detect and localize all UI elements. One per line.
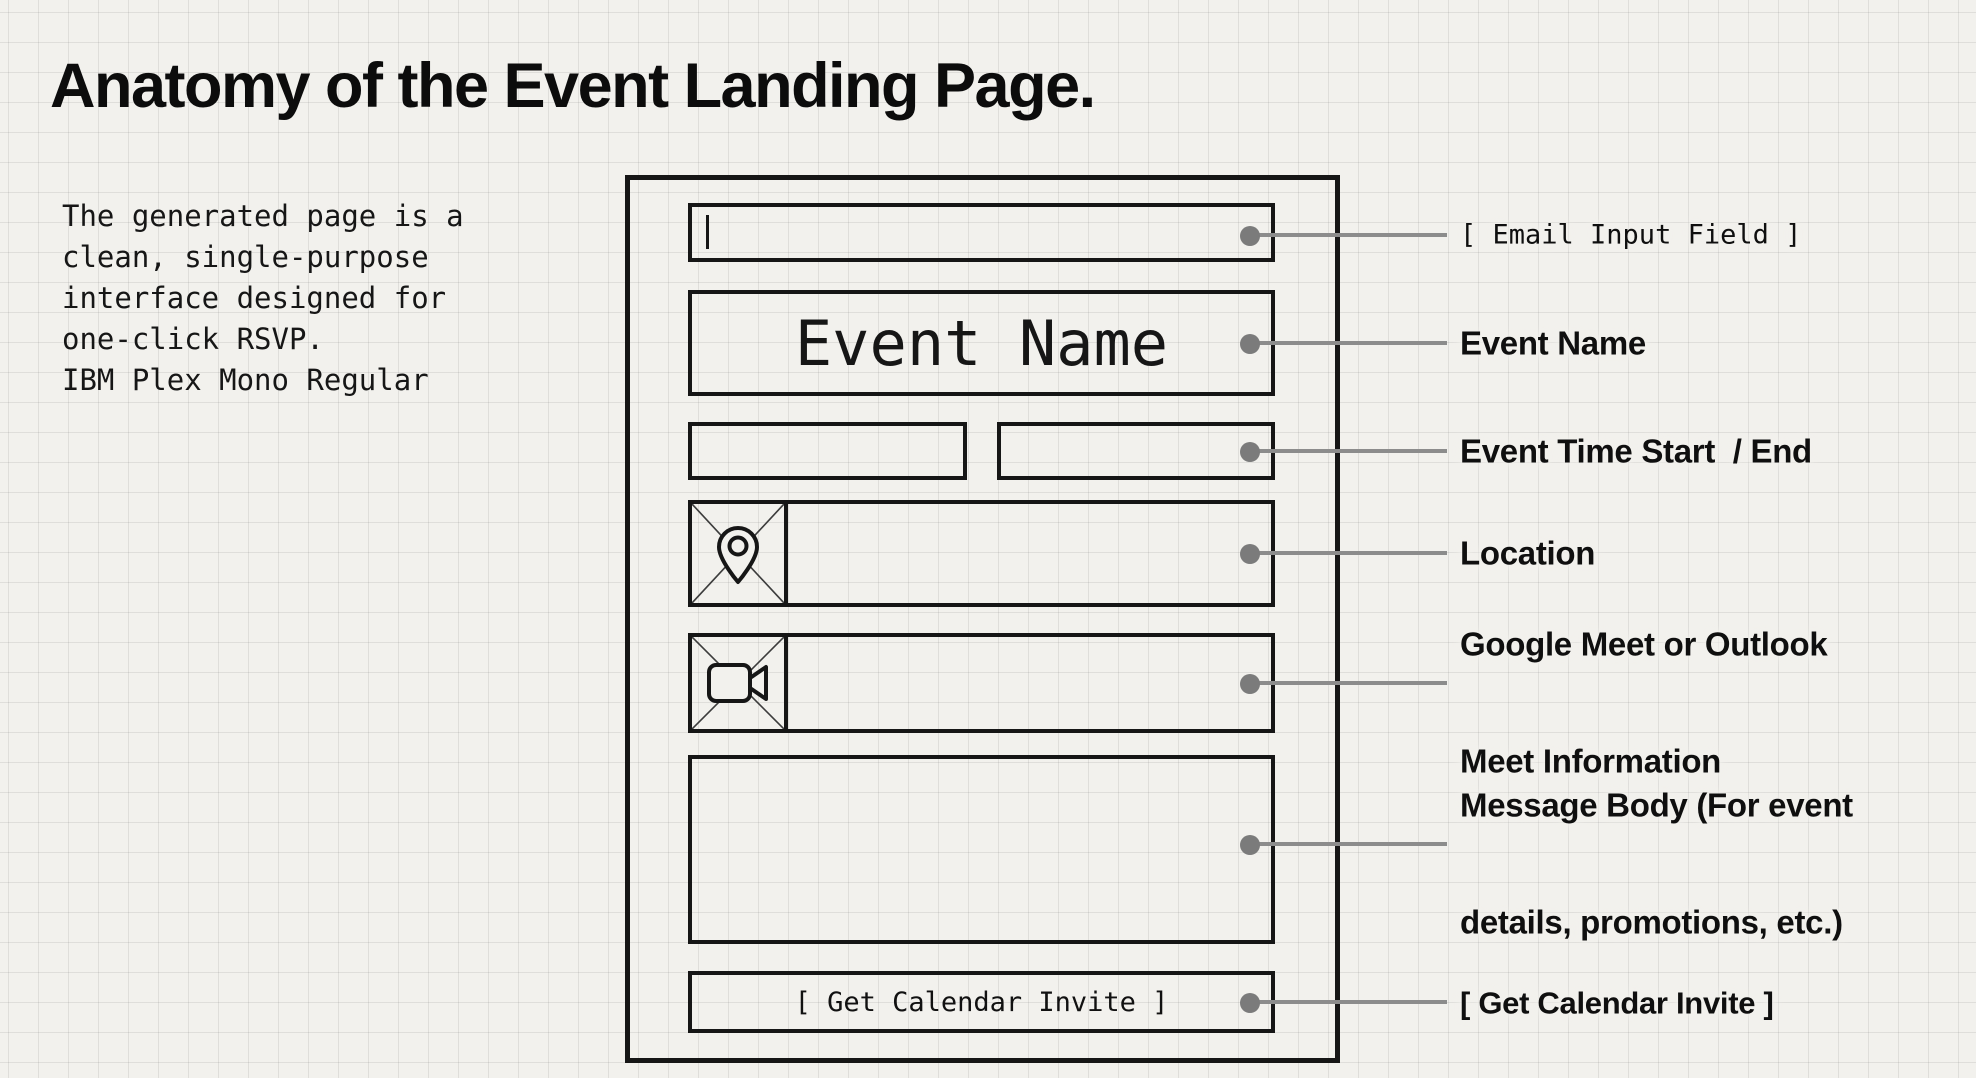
connector-line-location bbox=[1250, 551, 1447, 555]
connector-dot-meet bbox=[1240, 674, 1260, 694]
label-event-name: Event Name bbox=[1460, 324, 1646, 362]
label-location: Location bbox=[1460, 534, 1596, 572]
location-pin-icon bbox=[717, 525, 759, 584]
description-paragraph: The generated page is a clean, single-pu… bbox=[62, 199, 464, 397]
connector-line-message bbox=[1250, 842, 1447, 846]
button-label: [ Get Calendar Invite ] bbox=[794, 986, 1169, 1018]
connector-line-time bbox=[1250, 449, 1447, 453]
meet-icon-placeholder bbox=[692, 637, 788, 729]
connector-dot-time bbox=[1240, 442, 1260, 462]
message-body-box bbox=[688, 755, 1275, 944]
event-time-start-box bbox=[688, 422, 967, 480]
label-meet-line-1: Google Meet or Outlook bbox=[1460, 625, 1828, 663]
label-meet-line-2: Meet Information bbox=[1460, 742, 1722, 780]
connector-line-meet bbox=[1250, 681, 1447, 685]
connector-dot-message bbox=[1240, 835, 1260, 855]
text-cursor bbox=[706, 215, 709, 249]
video-camera-icon bbox=[707, 663, 768, 703]
connector-dot-location bbox=[1240, 544, 1260, 564]
event-time-end-box bbox=[997, 422, 1275, 480]
label-message-body: Message Body (For event details, promoti… bbox=[1460, 708, 1853, 981]
event-name-box: Event Name bbox=[688, 290, 1275, 396]
connector-dot-button bbox=[1240, 993, 1260, 1013]
location-box bbox=[688, 500, 1275, 607]
label-meet-information: Google Meet or Outlook Meet Information bbox=[1460, 547, 1828, 820]
connector-dot-email bbox=[1240, 226, 1260, 246]
connector-line-email bbox=[1250, 233, 1447, 237]
connector-line-button bbox=[1250, 1000, 1447, 1004]
get-calendar-invite-button: [ Get Calendar Invite ] bbox=[688, 971, 1275, 1033]
label-get-calendar-invite: [ Get Calendar Invite ] bbox=[1460, 985, 1774, 1021]
page-title: Anatomy of the Event Landing Page. bbox=[50, 51, 1096, 121]
event-name-text: Event Name bbox=[794, 306, 1169, 380]
landing-page-wireframe: Event Name [ Get bbox=[625, 175, 1340, 1063]
meet-info-box bbox=[688, 633, 1275, 733]
label-message-line-2: details, promotions, etc.) bbox=[1460, 903, 1843, 941]
email-input-field bbox=[688, 203, 1275, 262]
label-message-line-1: Message Body (For event bbox=[1460, 786, 1853, 824]
label-event-time: Event Time Start / End bbox=[1460, 432, 1812, 470]
connector-line-event-name bbox=[1250, 341, 1447, 345]
location-icon-placeholder bbox=[692, 504, 788, 603]
connector-dot-event-name bbox=[1240, 334, 1260, 354]
label-email-input-field: [ Email Input Field ] bbox=[1460, 219, 1802, 251]
